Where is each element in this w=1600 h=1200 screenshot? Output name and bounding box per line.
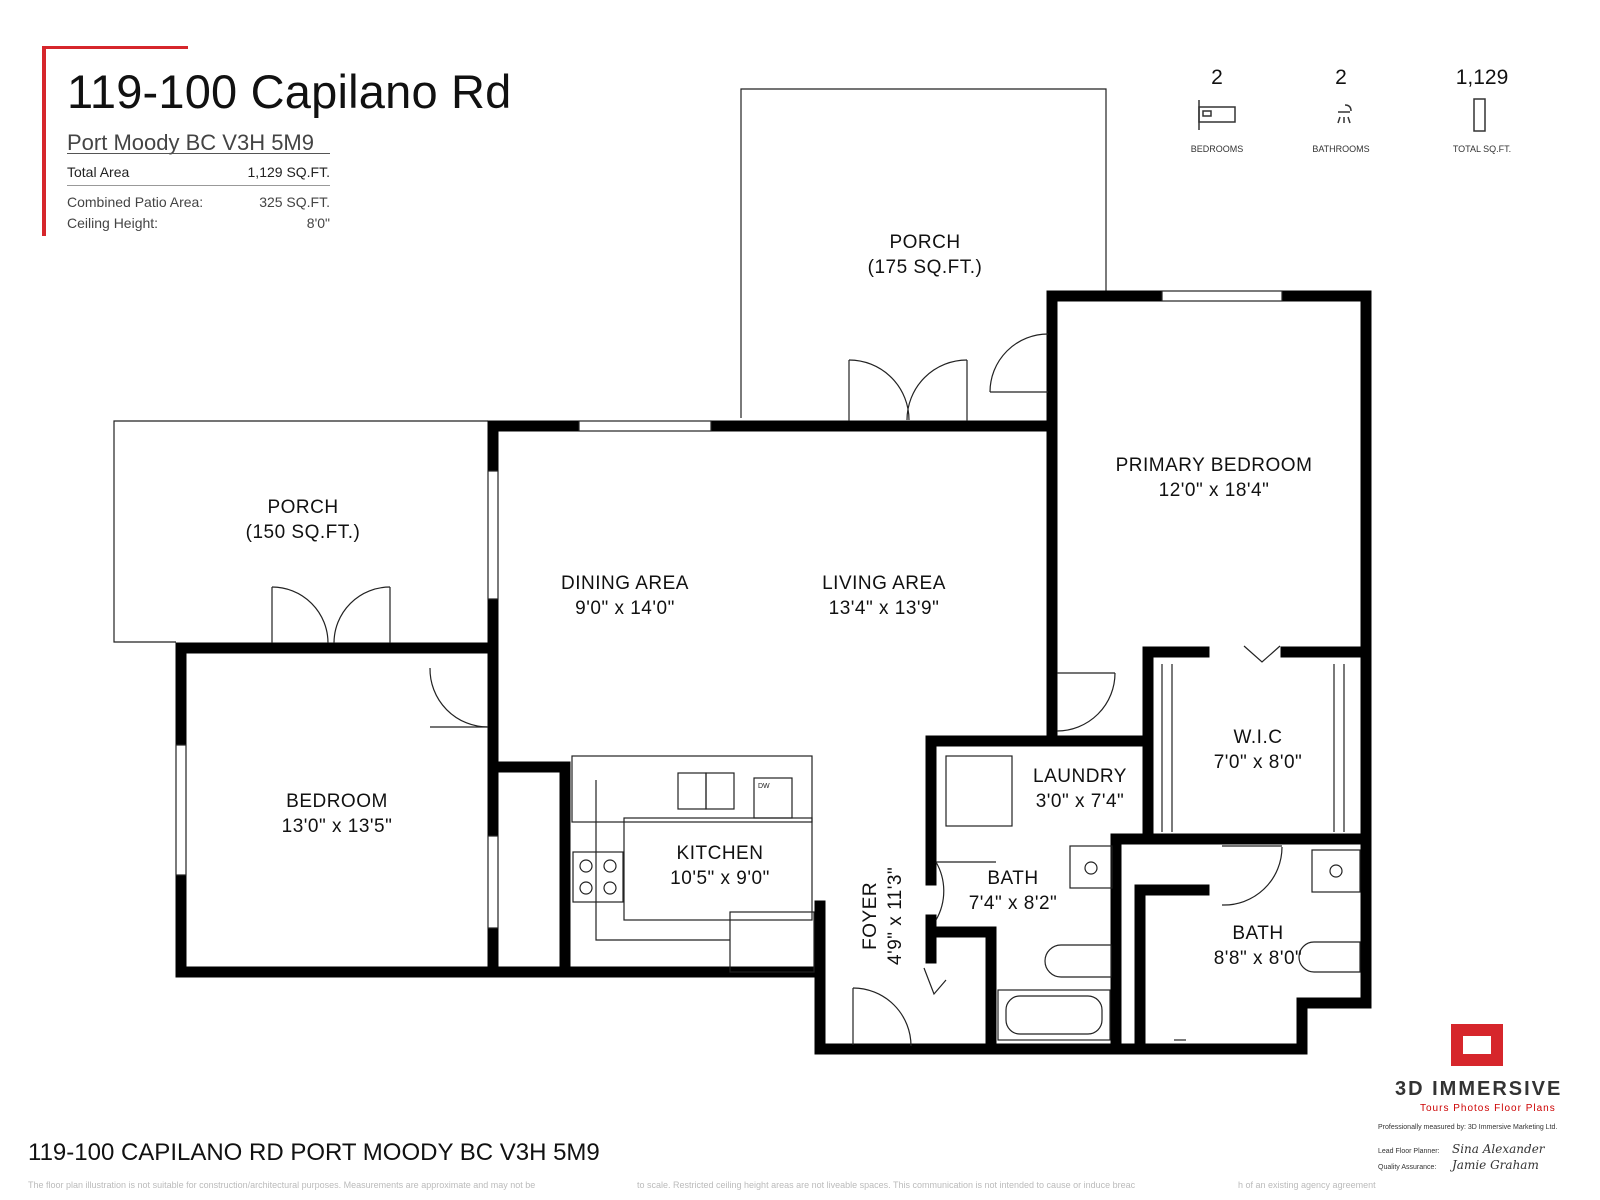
bedrooms-count: 2 <box>1211 66 1223 89</box>
disclaimer-part-2: to scale. Restricted ceiling height area… <box>637 1180 1136 1190</box>
area-icon <box>1473 98 1486 132</box>
total-area-value: 1,129 SQ.FT. <box>247 164 330 180</box>
total-area-row: Total Area 1,129 SQ.FT. <box>67 164 330 180</box>
header-accent-top <box>42 46 188 49</box>
dishwasher-label: DW <box>758 783 770 790</box>
brand-name: 3D IMMERSIVE <box>1395 1078 1563 1100</box>
total-area-label: Total Area <box>67 164 130 180</box>
bed-icon <box>1198 100 1236 130</box>
porch-left-label: PORCH(150 SQ.FT.) <box>245 497 361 543</box>
sqft-label: TOTAL SQ.FT. <box>1452 144 1512 154</box>
lead-planner-signature: Sina Alexander <box>1452 1142 1545 1156</box>
disclaimer-part-1: The floor plan illustration is not suita… <box>28 1180 536 1190</box>
lead-planner-label: Lead Floor Planner: <box>1378 1148 1440 1155</box>
doors <box>271 333 1283 1047</box>
footer-address-street: 119-100 CAPILANO RD <box>28 1139 284 1166</box>
property-address-title: 119-100 Capilano Rd <box>67 65 512 118</box>
shower-icon <box>1337 104 1352 124</box>
walls <box>175 290 1372 1055</box>
bathrooms-count: 2 <box>1335 66 1347 89</box>
ceiling-height-label: Ceiling Height: <box>67 215 159 231</box>
patio-area-label: Combined Patio Area: <box>67 194 204 210</box>
footer-address: 119-100 CAPILANO RD PORT MOODY BC V3H 5M… <box>28 1139 600 1167</box>
fixtures <box>175 290 1361 1041</box>
bedrooms-label: BEDROOMS <box>1190 144 1244 154</box>
porch-top-label: PORCH(175 SQ.FT.) <box>867 232 983 278</box>
header-divider-2 <box>67 185 330 186</box>
bathrooms-label: BATHROOMS <box>1312 144 1370 154</box>
qa-label: Quality Assurance: <box>1378 1164 1437 1171</box>
qa-signature: Jamie Graham <box>1452 1158 1539 1172</box>
patio-area-row: Combined Patio Area: 325 SQ.FT. <box>67 194 330 210</box>
brand-tagline: Tours Photos Floor Plans <box>1420 1103 1556 1114</box>
ceiling-height-value: 8'0" <box>306 215 330 231</box>
brand-logo-icon <box>1451 1024 1503 1066</box>
footer-address-city: PORT MOODY BC V3H 5M9 <box>283 1139 600 1166</box>
property-city: Port Moody BC V3H 5M9 <box>67 130 314 155</box>
measured-by: Professionally measured by: 3D Immersive… <box>1378 1124 1558 1131</box>
ceiling-height-row: Ceiling Height: 8'0" <box>67 215 330 231</box>
patio-area-value: 325 SQ.FT. <box>259 194 330 210</box>
header-accent-bar <box>42 46 46 236</box>
porches <box>113 88 1107 643</box>
sqft-count: 1,129 <box>1455 66 1509 89</box>
header-divider <box>67 153 330 154</box>
disclaimer-part-3: h of an existing agency agreement <box>1238 1180 1376 1190</box>
